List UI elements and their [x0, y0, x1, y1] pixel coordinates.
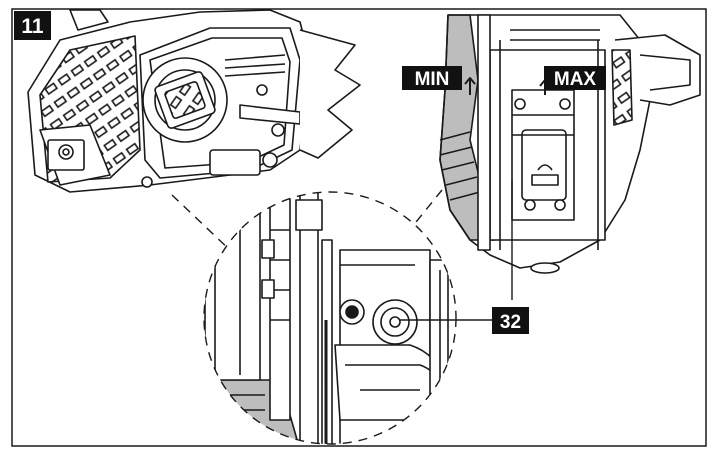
svg-text:MAX: MAX — [554, 69, 597, 90]
chainsaw-side-view — [27, 9, 361, 193]
detail-circle-outline — [203, 191, 457, 445]
max-label: MAX — [544, 66, 606, 90]
svg-text:32: 32 — [500, 312, 521, 333]
svg-text:11: 11 — [21, 15, 44, 38]
svg-text:MIN: MIN — [415, 69, 450, 90]
min-label: MIN — [402, 66, 462, 90]
figure-number-badge: 11 — [14, 11, 51, 40]
detail-leaders — [171, 189, 443, 253]
detail-magnifier — [203, 191, 492, 445]
part-32-label: 32 — [492, 307, 529, 334]
